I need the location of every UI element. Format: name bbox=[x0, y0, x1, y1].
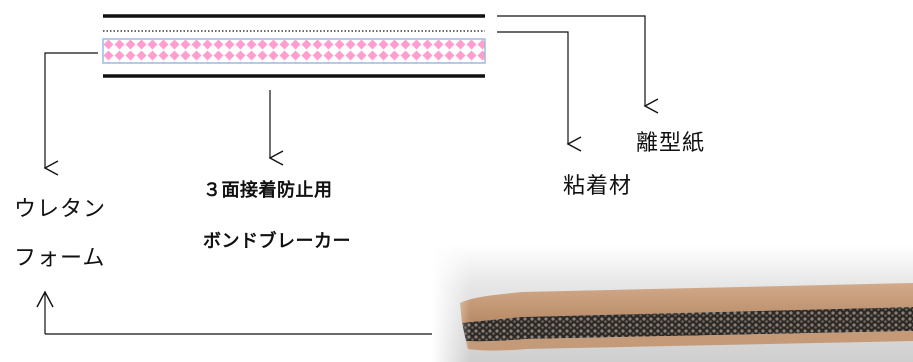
photo-connector-arrowhead bbox=[36, 290, 54, 308]
urethane-foam-label-line2: フォーム bbox=[14, 246, 106, 271]
adhesive-leader bbox=[497, 31, 582, 152]
release-paper-leader bbox=[497, 15, 659, 114]
bond-breaker-label-line2: ボンドブレーカー bbox=[203, 231, 351, 252]
bond-breaker-label-line1: ３面接着防止用 bbox=[203, 180, 333, 201]
foam-tape-photo bbox=[432, 245, 913, 362]
urethane-foam-leader bbox=[43, 52, 98, 176]
release-paper-label: 離型紙 bbox=[636, 131, 706, 156]
urethane-foam-layer bbox=[102, 38, 486, 64]
urethane-foam-label-line1: ウレタン bbox=[14, 197, 107, 222]
adhesive-label: 粘着材 bbox=[563, 174, 633, 199]
